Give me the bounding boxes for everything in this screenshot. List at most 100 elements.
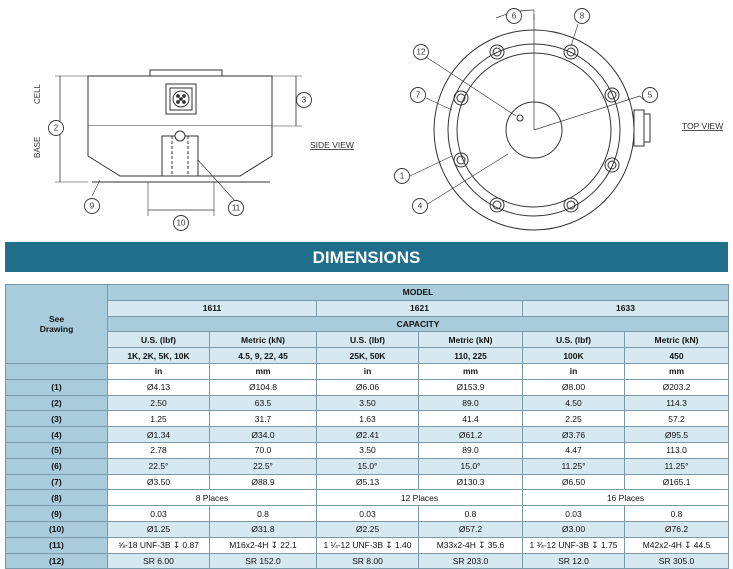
- table-cell: Ø3.76: [522, 426, 625, 443]
- table-cell: Ø34.0: [209, 426, 317, 443]
- callout-number: 3: [302, 96, 307, 105]
- table-cell: Ø2.25: [316, 520, 419, 538]
- table-cell: 0.03: [316, 505, 419, 522]
- table-cell: 8 Places: [107, 489, 317, 507]
- table-cell: 15.0°: [316, 457, 419, 475]
- table-cell: SR 6.00: [107, 552, 210, 569]
- see-drawing-header: See Drawing: [5, 284, 108, 364]
- table-cell: SR 8.00: [316, 552, 419, 569]
- callout-circle-11: [228, 200, 244, 216]
- table-cell: 114.3: [623, 394, 730, 412]
- table-cell: 2.78: [107, 441, 210, 459]
- unit-header: U.S. (lbf): [316, 331, 419, 349]
- table-cell: Ø1.25: [107, 520, 210, 538]
- length-unit: mm: [209, 362, 317, 380]
- row-label: (8): [5, 489, 108, 507]
- model-name: 1611: [107, 299, 317, 317]
- callout-circle-1: [394, 168, 410, 184]
- technical-drawing: CELL BASE SIDE VIEW: [33, 8, 723, 231]
- callout-number: 12: [417, 48, 426, 57]
- row-label: (5): [5, 441, 108, 459]
- table-cell: Ø31.8: [209, 520, 317, 538]
- table-cell: 2.25: [522, 410, 625, 428]
- table-cell: 22.5°: [209, 457, 317, 475]
- row-label: (9): [5, 505, 108, 522]
- length-unit: mm: [418, 362, 523, 380]
- row-label: (3): [5, 410, 108, 428]
- table-cell: M16x2-4H ↧ 22.1: [209, 536, 317, 554]
- dimensions-title: DIMENSIONS: [312, 248, 421, 267]
- callout-number: 7: [416, 91, 421, 100]
- top-view-label: TOP VIEW: [682, 121, 723, 131]
- callout-circle-6: [506, 8, 522, 24]
- callout-circle-9: [84, 198, 100, 214]
- callout-circle-2: [48, 120, 64, 136]
- callout-number: 4: [418, 202, 423, 211]
- table-cell: Ø3.00: [522, 520, 625, 538]
- callout-number: 9: [90, 202, 95, 211]
- table-cell: Ø2.41: [316, 426, 419, 443]
- model-name: 1633: [521, 299, 730, 317]
- table-cell: Ø153.9: [418, 378, 523, 396]
- side-view-label: SIDE VIEW: [310, 140, 354, 150]
- table-cell: 2.50: [107, 394, 210, 412]
- table-cell: 1.63: [316, 410, 419, 428]
- table-cell: 70.0: [209, 441, 317, 459]
- callout-circle-3: [296, 92, 312, 108]
- table-cell: M33x2-4H ↧ 35.6: [418, 536, 523, 554]
- callout-number: 1: [400, 172, 405, 181]
- table-cell: SR 152.0: [209, 552, 317, 569]
- dimensions-banner: DIMENSIONS: [5, 242, 728, 272]
- table-cell: 22.5°: [107, 457, 210, 475]
- table-cell: M42x2-4H ↧ 44.5: [623, 536, 730, 554]
- table-cell: 3.50: [316, 394, 419, 412]
- table-cell: 0.8: [418, 505, 523, 522]
- table-cell: Ø8.00: [522, 378, 625, 396]
- length-unit: in: [107, 362, 210, 380]
- table-cell: 0.8: [209, 505, 317, 522]
- capacity-value: 110, 225: [418, 347, 523, 364]
- length-unit: in: [522, 362, 625, 380]
- table-cell: Ø165.1: [623, 473, 730, 491]
- table-cell: 4.47: [522, 441, 625, 459]
- table-cell: 41.4: [418, 410, 523, 428]
- blank-cell: [5, 362, 108, 380]
- top-view-drawing: [409, 9, 651, 231]
- table-cell: Ø5.13: [316, 473, 419, 491]
- capacity-value: 4.5, 9, 22, 45: [209, 347, 317, 364]
- length-unit: mm: [623, 362, 730, 380]
- table-cell: 11.25°: [623, 457, 730, 475]
- table-cell: 11.25°: [522, 457, 625, 475]
- callout-circle-12: [413, 44, 429, 60]
- table-cell: Ø6.06: [316, 378, 419, 396]
- callout-number: 6: [512, 12, 517, 21]
- table-cell: 4.50: [522, 394, 625, 412]
- bolt-holes: [453, 44, 620, 213]
- cell-label: CELL: [33, 83, 42, 104]
- unit-header: U.S. (lbf): [107, 331, 210, 349]
- table-cell: 16 Places: [521, 489, 730, 507]
- row-label: (12): [5, 552, 108, 569]
- table-cell: 57.2: [623, 410, 730, 428]
- callout-number: 5: [648, 91, 653, 100]
- table-cell: 0.03: [107, 505, 210, 522]
- table-cell: 0.8: [623, 505, 730, 522]
- table-cell: Ø104.8: [209, 378, 317, 396]
- callout-number: 2: [54, 124, 59, 133]
- table-cell: SR 305.0: [623, 552, 730, 569]
- callout-number: 10: [177, 219, 186, 228]
- callout-circle-5: [642, 87, 658, 103]
- capacity-header: CAPACITY: [106, 315, 730, 333]
- table-cell: Ø1.34: [107, 426, 210, 443]
- model-header: MODEL: [106, 284, 730, 301]
